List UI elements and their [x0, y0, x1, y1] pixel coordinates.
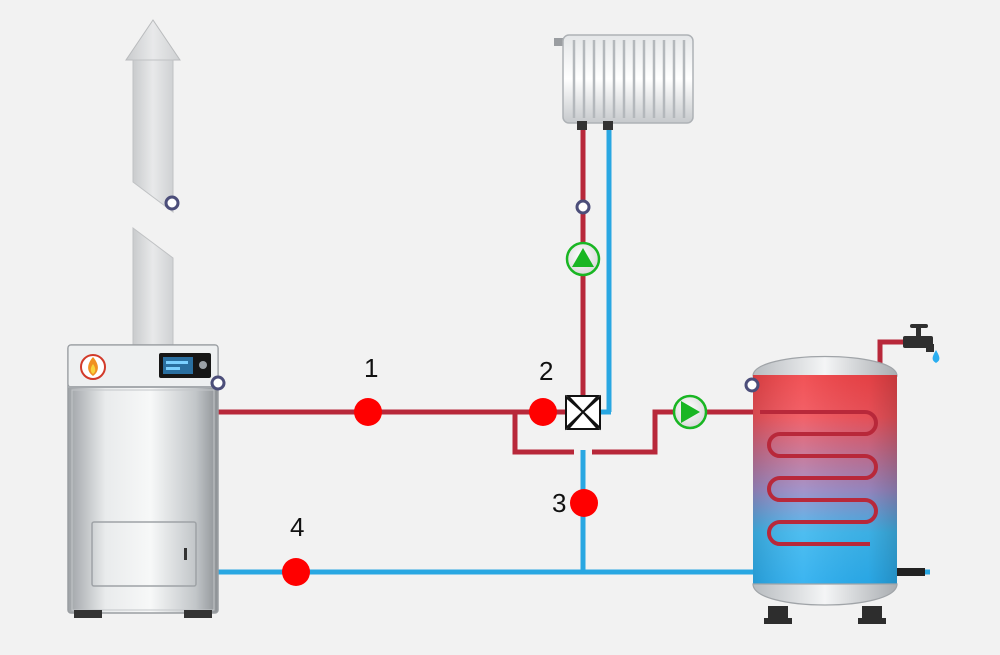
- tank-port-ring: [744, 377, 760, 393]
- boiler-icon: [67, 344, 226, 618]
- water-drop-icon: [932, 350, 940, 363]
- three-way-valve-icon: [565, 394, 601, 431]
- sensor-point-4: [282, 558, 310, 586]
- hot-water-tank-icon: [744, 355, 925, 624]
- boiler-port-ring: [210, 375, 226, 391]
- point-label-3: 3: [552, 488, 566, 518]
- radiator-pump: [565, 241, 601, 277]
- point-label-1: 1: [364, 353, 378, 383]
- heat-exchanger-coil: [760, 410, 878, 546]
- chimney-icon: [125, 19, 181, 346]
- tank-pump: [672, 394, 708, 430]
- riser-port-ring: [575, 199, 591, 215]
- sensor-point-1: [354, 398, 382, 426]
- bypass-pipe: [512, 412, 574, 455]
- sensor-point-2: [529, 398, 557, 426]
- flame-icon: [80, 354, 106, 380]
- sensor-point-3: [570, 489, 598, 517]
- control-display-icon: [159, 353, 211, 378]
- radiator-icon: [554, 34, 694, 215]
- circulation-pump-icon: [572, 248, 594, 267]
- faucet-icon: [903, 324, 940, 363]
- point-label-2: 2: [539, 356, 553, 386]
- hot-water-outlet-pipe: [877, 339, 905, 370]
- chimney-port-ring: [164, 195, 180, 211]
- circulation-pump-icon: [681, 401, 700, 423]
- tank-supply-pipe: [592, 409, 760, 455]
- point-label-4: 4: [290, 512, 304, 542]
